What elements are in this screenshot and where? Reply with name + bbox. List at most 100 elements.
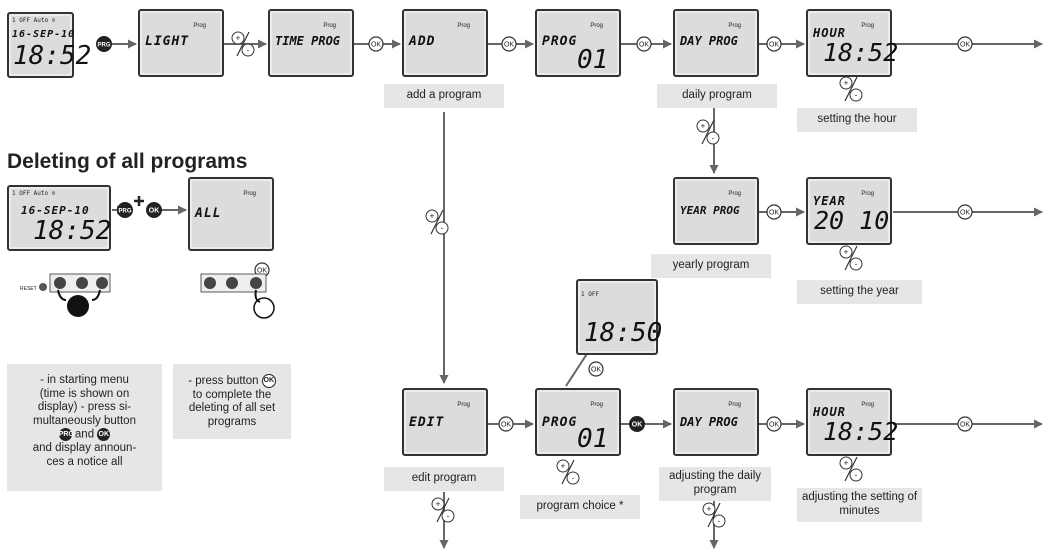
prog-tag: Prog — [728, 23, 741, 29]
ok-button-icon: OK — [957, 416, 973, 432]
display-light: Prog LIGHT — [138, 9, 224, 77]
reset-label: RESET — [20, 286, 37, 292]
display-add: Prog ADD — [402, 9, 488, 77]
svg-text:+: + — [561, 462, 566, 471]
note-line: ces a notice all — [46, 455, 123, 468]
svg-text:OK: OK — [501, 422, 511, 429]
svg-text:OK: OK — [149, 208, 160, 215]
display-prog-01: Prog PROG 01 — [535, 9, 621, 77]
caption-program-choice: program choice * — [520, 495, 640, 519]
plus-minus-icon: +- — [839, 245, 863, 271]
display-label: YEAR PROG — [680, 204, 740, 217]
reset-button-icon — [39, 283, 47, 291]
keypad-right — [200, 273, 275, 319]
display-prog-01-edit: Prog PROG 01 — [535, 388, 621, 456]
keypad-button-icon — [96, 277, 108, 289]
display-label: DAY PROG — [680, 415, 738, 429]
svg-text:+: + — [707, 505, 712, 514]
note-line: PRG and OK — [13, 428, 156, 442]
caption-edit-program: edit program — [384, 467, 504, 491]
display-day-prog-edit: Prog DAY PROG — [673, 388, 759, 456]
display-all: Prog ALL — [188, 177, 274, 251]
svg-text:OK: OK — [591, 367, 601, 374]
start-display-date: 16-SEP-10 — [21, 204, 90, 217]
start-display: 1 OFF Auto ⊙ 16-SEP-10 18:52 — [7, 12, 91, 78]
svg-text:OK: OK — [960, 210, 970, 217]
ok-button-icon: OK — [498, 416, 514, 432]
svg-text:+: + — [701, 122, 706, 131]
svg-text:-: - — [572, 474, 575, 483]
caption-adjusting-minutes: adjusting the setting of minutes — [797, 488, 922, 522]
ok-button-icon: OK — [501, 36, 517, 52]
svg-text:-: - — [447, 512, 450, 521]
display-value: 01 — [577, 424, 609, 454]
keypad-button-icon — [226, 277, 238, 289]
prg-button-icon: PRG — [96, 36, 112, 52]
ok-button-icon: OK — [629, 416, 645, 432]
svg-text:+: + — [844, 79, 849, 88]
ok-button-icon: OK — [766, 36, 782, 52]
svg-text:PRG: PRG — [118, 209, 131, 215]
display-label: EDIT — [409, 415, 445, 430]
keypad-button-icon — [76, 277, 88, 289]
caption-daily-program: daily program — [657, 84, 777, 108]
prg-button-icon: PRG — [58, 428, 74, 442]
svg-text:-: - — [855, 260, 858, 269]
svg-text:OK: OK — [504, 42, 514, 49]
display-label: PROG — [542, 415, 578, 430]
ok-button-icon: OK — [588, 361, 604, 377]
display-status: 1 OFF — [581, 291, 600, 298]
start-display-time: 18:52 — [33, 216, 112, 246]
plus-minus-icon: +- — [839, 456, 863, 482]
prog-tag: Prog — [590, 23, 603, 29]
svg-text:OK: OK — [371, 42, 381, 49]
start-display-date: 16-SEP-10 — [12, 29, 76, 40]
caption-yearly-program: yearly program — [651, 254, 771, 278]
prog-tag: Prog — [457, 23, 470, 29]
keypad-button-icon — [54, 277, 66, 289]
svg-text:OK: OK — [639, 42, 649, 49]
ok-button-icon: OK — [97, 428, 111, 442]
note-word: and — [74, 428, 95, 441]
svg-text:+: + — [236, 34, 241, 43]
note-line: - in starting menu — [40, 374, 129, 386]
plus-minus-icon: +- — [425, 209, 449, 235]
display-year: Prog YEAR 20 10 — [806, 177, 892, 245]
prg-button-icons: PRG PRG — [96, 36, 144, 218]
note-press-ok: - press button OK to complete the deleti… — [173, 364, 291, 439]
note-line: display) - press si- — [37, 401, 132, 414]
display-label: PROG — [542, 34, 578, 49]
svg-text:+: + — [844, 459, 849, 468]
ok-button-icon: OK — [766, 204, 782, 220]
prg-button-icon: PRG — [117, 202, 133, 218]
plus-minus-icon: +- — [702, 502, 726, 528]
section-heading: Deleting of all programs — [7, 150, 248, 173]
display-value: 01 — [577, 45, 609, 75]
note-line: (time is shown on — [39, 387, 130, 400]
caption-add-program: add a program — [384, 84, 504, 108]
finger-press-icon — [253, 297, 275, 319]
note-line: to complete the — [192, 388, 272, 401]
prog-tag: Prog — [590, 402, 603, 408]
plus-minus-icon: +- — [231, 31, 255, 57]
note-starting-menu: - in starting menu (time is shown on dis… — [7, 364, 162, 491]
ok-button-icon: OK — [368, 36, 384, 52]
caption-setting-year: setting the year — [797, 280, 922, 304]
note-line: and display announ- — [32, 442, 137, 455]
prog-tag: Prog — [728, 191, 741, 197]
prog-tag: Prog — [861, 191, 874, 197]
ok-button-icon: OK — [957, 204, 973, 220]
display-value: 20 10 — [814, 206, 890, 235]
delete-start-display: 1 OFF Auto ⊙ 16-SEP-10 18:52 — [7, 185, 111, 251]
start-display-status: 1 OFF Auto ⊙ — [12, 190, 56, 197]
prog-tag: Prog — [728, 402, 741, 408]
display-time-1850: 1 OFF 18:50 — [576, 279, 662, 355]
note-line: deleting of all set — [188, 402, 276, 415]
prog-tag: Prog — [861, 402, 874, 408]
display-hour-edit: Prog HOUR 18:52 — [806, 388, 898, 456]
plus-icon — [134, 196, 144, 206]
keypad-left: RESET — [20, 273, 111, 317]
display-label: ADD — [409, 34, 436, 49]
